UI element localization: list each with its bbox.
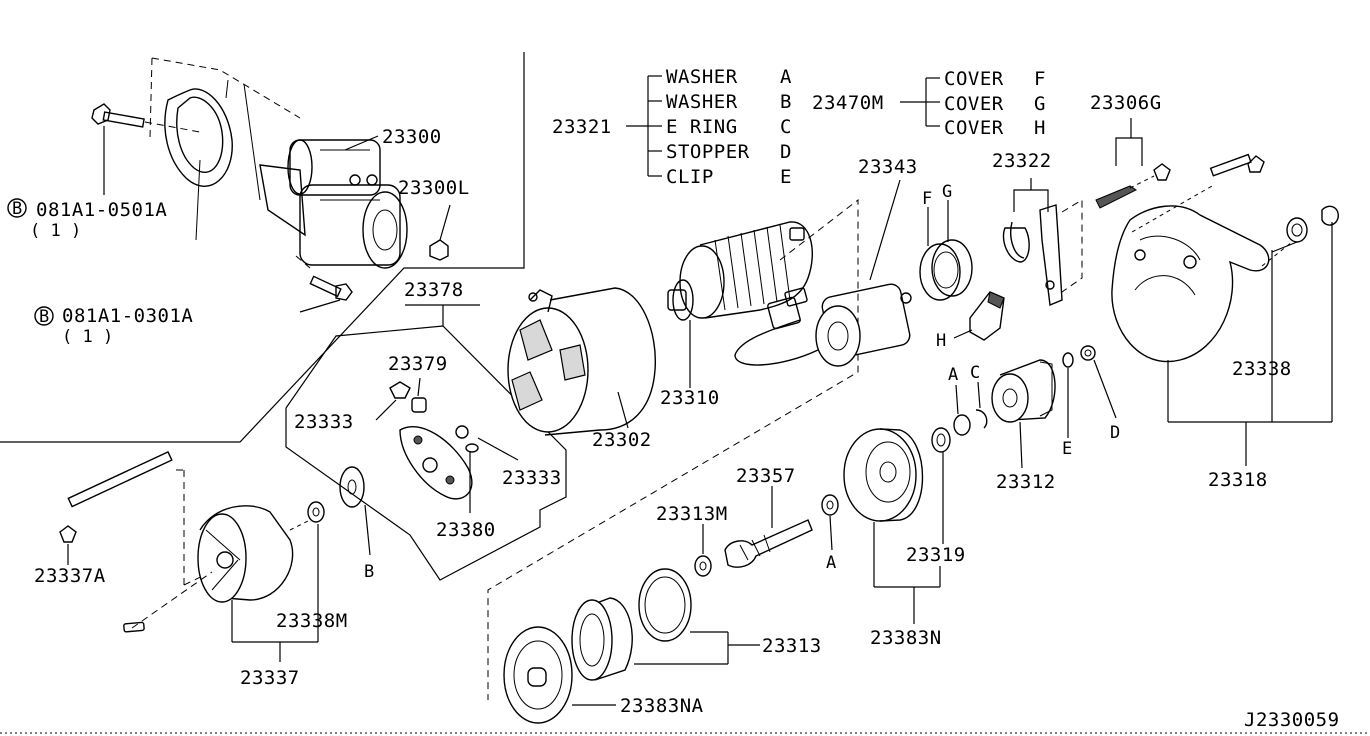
- list-23321-item-name: E RING: [666, 116, 738, 138]
- label-23313: 23313: [762, 635, 822, 657]
- yoke-field-coil: [507, 287, 657, 436]
- label-23306G: 23306G: [1090, 92, 1162, 114]
- label-23383NA: 23383NA: [620, 695, 704, 717]
- list-23470M-item-name: COVER: [944, 117, 1004, 139]
- rear-housing: [1062, 153, 1339, 466]
- list-23470M-item-code: H: [1034, 117, 1046, 139]
- drive-shaft: [694, 486, 839, 577]
- solenoid-switch: [487, 179, 912, 700]
- label-23337A: 23337A: [34, 565, 106, 587]
- ref-H: H: [936, 331, 946, 351]
- list-23321-item-code: A: [780, 66, 792, 88]
- label-23470M: 23470M: [812, 92, 884, 114]
- label-bolt2-qty: ( 1 ): [62, 327, 113, 347]
- label-23312: 23312: [996, 471, 1056, 493]
- list-23321-item-name: WASHER: [666, 91, 738, 113]
- brush-holder-group-outline: [285, 304, 567, 581]
- label-23321: 23321: [552, 116, 612, 138]
- label-23313M: 23313M: [656, 503, 728, 525]
- label-23333-left: 23333: [294, 411, 354, 433]
- ref-E: E: [1062, 439, 1072, 459]
- label-23319: 23319: [906, 544, 966, 566]
- list-23321-item-code: C: [780, 116, 792, 138]
- label-081A1-0301A: 081A1-0301A: [62, 305, 193, 327]
- ref-D: D: [1110, 423, 1120, 443]
- list-23470M-item-code: F: [1034, 68, 1046, 90]
- ref-C: C: [970, 363, 980, 383]
- ref-F: F: [922, 189, 932, 209]
- diagram-code: J2330059: [1244, 709, 1340, 731]
- ref-A-upper: A: [948, 365, 958, 385]
- bolt2-b-marker: B: [39, 307, 49, 327]
- list-23470M-item-name: COVER: [944, 68, 1004, 90]
- label-23343: 23343: [858, 156, 918, 178]
- list-23321-item-name: WASHER: [666, 66, 738, 88]
- list-23470M: COVER F COVER G COVER H: [944, 68, 1046, 139]
- label-23380: 23380: [436, 519, 496, 541]
- label-081A1-0501A: 081A1-0501A: [36, 199, 167, 221]
- label-23300: 23300: [382, 126, 442, 148]
- 23470M-bracket: [900, 77, 940, 127]
- label-23338: 23338: [1232, 358, 1292, 380]
- list-23321-item-code: E: [780, 166, 792, 188]
- 23322-brackets: [1002, 178, 1083, 307]
- label-23379: 23379: [388, 353, 448, 375]
- reduction-gear-parts: [503, 568, 760, 724]
- bolt-081A1-0301A: [295, 255, 353, 313]
- bolt-081A1-0501A: [91, 103, 201, 195]
- label-23302: 23302: [592, 429, 652, 451]
- label-bolt1-qty: ( 1 ): [30, 221, 81, 241]
- list-23321-item-code: D: [780, 141, 792, 163]
- list-23321-item-name: CLIP: [666, 166, 714, 188]
- ref-G: G: [942, 182, 952, 202]
- inset-frame: [0, 52, 525, 443]
- text-labels: 23300 23300L B 081A1-0501A ( 1 ) B 081A1…: [12, 66, 1340, 731]
- bolt1-b-marker-circle: [7, 198, 27, 218]
- label-23357: 23357: [736, 465, 796, 487]
- label-23378: 23378: [404, 279, 464, 301]
- label-23310: 23310: [660, 387, 720, 409]
- list-23321: WASHER A WASHER B E RING C STOPPER D CLI…: [666, 66, 792, 188]
- clutch-gear-housing: [843, 427, 951, 624]
- ref-A-lower: A: [826, 553, 836, 573]
- label-23322: 23322: [992, 150, 1052, 172]
- list-23470M-item-code: G: [1034, 93, 1046, 115]
- label-23300L: 23300L: [398, 177, 470, 199]
- 23321-bracket: [626, 75, 662, 177]
- bolt2-b-marker-circle: [34, 306, 54, 326]
- ref-B: B: [364, 562, 374, 582]
- covers-fgh: [919, 200, 1005, 341]
- pinion-gear: [953, 359, 1056, 469]
- bolt1-b-marker: B: [12, 199, 22, 219]
- list-23321-item-name: STOPPER: [666, 141, 750, 163]
- armature: [667, 221, 813, 388]
- label-23383N: 23383N: [870, 627, 942, 649]
- label-23338M: 23338M: [276, 610, 348, 632]
- label-23333-right: 23333: [502, 467, 562, 489]
- list-23321-item-code: B: [780, 91, 792, 113]
- label-23318: 23318: [1208, 469, 1268, 491]
- label-23337: 23337: [240, 667, 300, 689]
- list-23470M-item-name: COVER: [944, 93, 1004, 115]
- starter-assembly-illustration: [149, 57, 451, 269]
- end-cover-assembly: [59, 450, 325, 662]
- 23306G-bolt: [1095, 118, 1171, 209]
- brush-holder-parts: [339, 377, 519, 556]
